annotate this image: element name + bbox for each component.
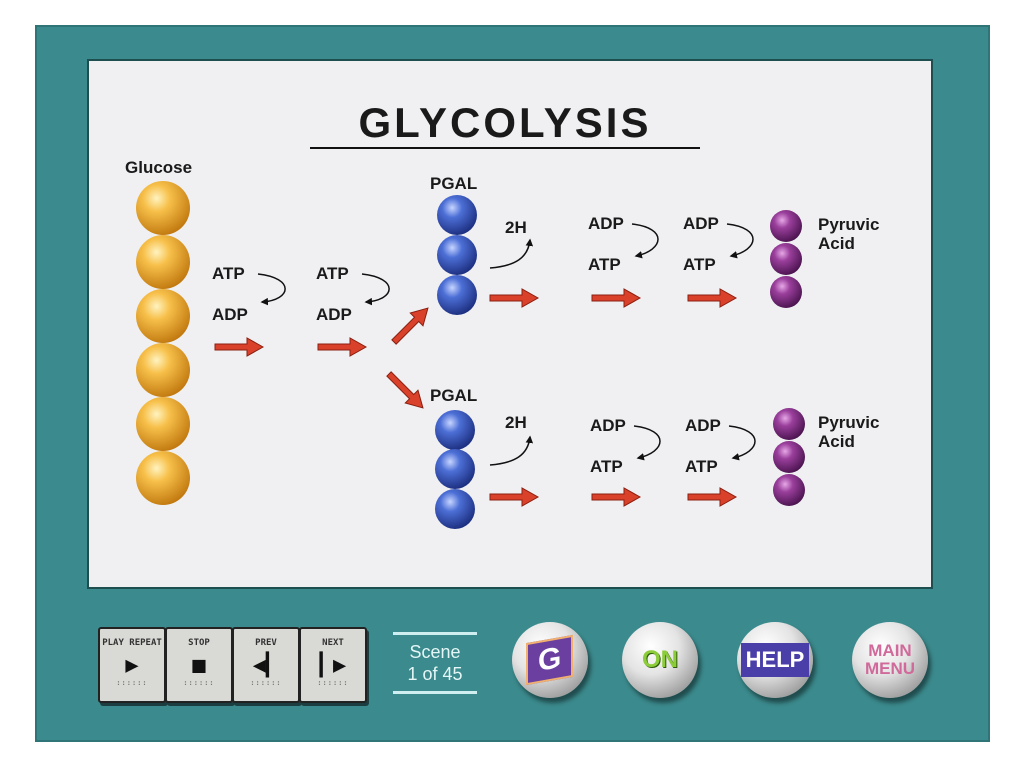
acid-label: Acid bbox=[818, 234, 855, 253]
pyruvic-label: Pyruvic bbox=[818, 413, 879, 432]
atp-label: ATP bbox=[685, 457, 718, 476]
step2-atp: ATP bbox=[316, 264, 349, 283]
prev-button[interactable]: PREV ◀▎ :::::: bbox=[232, 627, 300, 703]
stop-label: STOP bbox=[188, 637, 210, 648]
pgal-label: PGAL bbox=[430, 174, 477, 193]
help-button[interactable]: HELP bbox=[737, 622, 813, 698]
step1-adp: ADP bbox=[212, 305, 248, 324]
adp-label: ADP bbox=[590, 416, 626, 435]
dots-decoration: :::::: bbox=[116, 679, 148, 687]
atp-label: ATP bbox=[683, 255, 716, 274]
branch-bottom: PGAL 2H ADP ATP ADP ATP Pyruvic Acid bbox=[430, 386, 879, 529]
curved-arrow-icon bbox=[361, 273, 390, 306]
main-menu-line2: MENU bbox=[864, 659, 916, 678]
audio-on-button[interactable]: ON bbox=[622, 622, 698, 698]
next-button[interactable]: NEXT ▎▶ :::::: bbox=[299, 627, 367, 703]
step2-adp: ADP bbox=[316, 305, 352, 324]
glossary-book-icon: G bbox=[526, 634, 574, 686]
audio-ear-icon: ON bbox=[642, 646, 678, 673]
curved-arrow-icon bbox=[257, 273, 286, 306]
atp-label: ATP bbox=[588, 255, 621, 274]
2h-label: 2H bbox=[505, 413, 527, 432]
prev-label: PREV bbox=[255, 637, 277, 648]
scene-number: 1 of 45 bbox=[407, 664, 463, 684]
next-label: NEXT bbox=[322, 637, 344, 648]
atp-label: ATP bbox=[590, 457, 623, 476]
pyruvic-label: Pyruvic bbox=[818, 215, 879, 234]
2h-label: 2H bbox=[505, 218, 527, 237]
pgal-label: PGAL bbox=[430, 386, 477, 405]
play-repeat-button[interactable]: PLAY REPEAT ▶ :::::: bbox=[98, 627, 166, 703]
stop-icon: ■ bbox=[192, 653, 206, 678]
play-icon: ▶ bbox=[125, 653, 139, 678]
dots-decoration: :::::: bbox=[183, 679, 215, 687]
acid-label: Acid bbox=[818, 432, 855, 451]
main-menu-line1: MAIN bbox=[868, 641, 912, 660]
adp-label: ADP bbox=[588, 214, 624, 233]
next-icon: ▎▶ bbox=[319, 653, 347, 678]
scene-counter: Scene 1 of 45 bbox=[393, 632, 477, 694]
branch-top: PGAL 2H ADP ATP ADP ATP Pyruvic Acid bbox=[430, 174, 879, 315]
play-label: PLAY REPEAT bbox=[102, 637, 162, 648]
glossary-button[interactable]: G bbox=[512, 622, 588, 698]
stop-button[interactable]: STOP ■ :::::: bbox=[165, 627, 233, 703]
glucose-label: Glucose bbox=[125, 158, 192, 177]
glucose-molecule bbox=[136, 181, 190, 505]
adp-label: ADP bbox=[683, 214, 719, 233]
page-title: GLYCOLYSIS bbox=[359, 99, 652, 146]
step1-atp: ATP bbox=[212, 264, 245, 283]
prev-icon: ◀▎ bbox=[252, 653, 280, 678]
scene-label: Scene bbox=[409, 642, 461, 662]
dots-decoration: :::::: bbox=[250, 679, 282, 687]
help-flag-icon: HELP bbox=[740, 643, 810, 677]
dots-decoration: :::::: bbox=[317, 679, 349, 687]
main-menu-button[interactable]: MAIN MENU bbox=[852, 622, 928, 698]
adp-label: ADP bbox=[685, 416, 721, 435]
